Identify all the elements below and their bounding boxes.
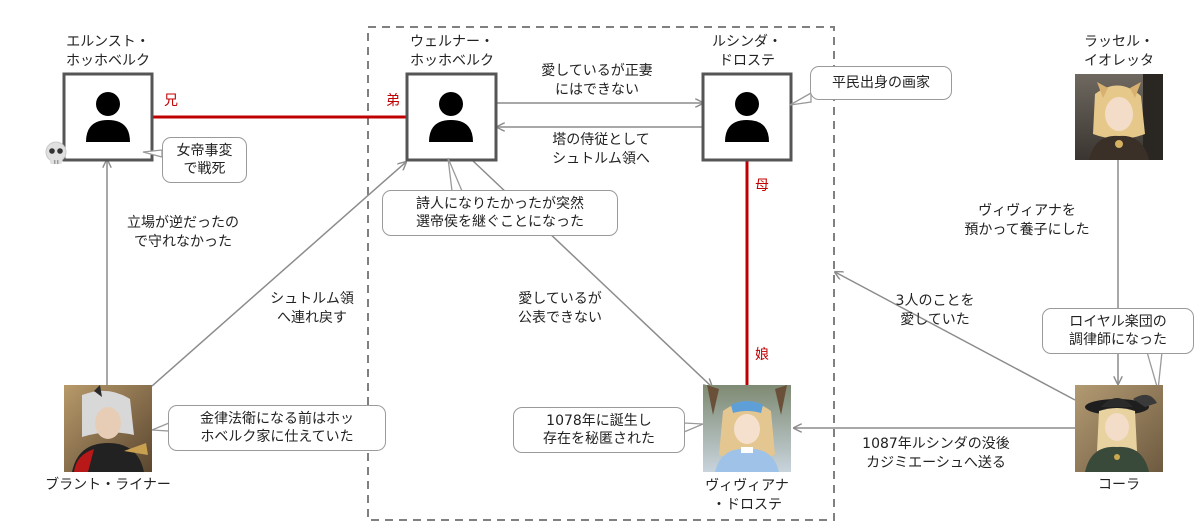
edge-label-werner-lucinda: 愛しているが正妻にはできない xyxy=(541,63,653,98)
arrow-brandt-to-werner xyxy=(151,162,406,387)
edge-label-werner-viviana: 愛しているが公表できない xyxy=(518,291,602,326)
bubble-tail-brandt xyxy=(151,422,170,432)
person-silhouette-icon xyxy=(429,92,473,142)
viviana-name: ヴィヴィアナ・ドロステ xyxy=(705,478,789,513)
edge-label-cora-viviana: 1087年ルシンダの没後カジミエーシュへ送る xyxy=(862,436,1010,471)
russell-name: ラッセル・イオレッタ xyxy=(1084,34,1154,69)
note-ernst: 女帝事変で戦死 xyxy=(162,137,247,183)
werner-portrait-box xyxy=(405,72,498,162)
relation-label-brother: 兄 xyxy=(164,93,178,109)
russell-portrait xyxy=(1075,74,1163,160)
note-werner: 詩人になりたかったが突然選帝侯を継ぐことになった xyxy=(382,190,618,236)
cora-name: コーラ xyxy=(1098,477,1140,493)
brandt-name: ブラント・ライナー xyxy=(45,477,171,493)
relation-label-daughter: 娘 xyxy=(755,347,769,363)
edge-label-brandt-ernst: 立場が逆だったので守れなかった xyxy=(127,215,239,250)
note-viviana: 1078年に誕生し存在を秘匿された xyxy=(513,407,685,453)
edge-label-lucinda-werner: 塔の侍従としてシュトルム領へ xyxy=(552,132,650,167)
note-lucinda: 平民出身の画家 xyxy=(810,66,952,100)
relation-label-younger-brother: 弟 xyxy=(386,93,400,109)
werner-name: ウェルナー・ホッホベルク xyxy=(410,34,494,69)
viviana-portrait xyxy=(703,385,791,472)
edge-label-cora-group: 3人のことを愛していた xyxy=(895,293,975,328)
lucinda-name: ルシンダ・ドロステ xyxy=(712,34,782,69)
brandt-portrait xyxy=(64,385,152,472)
ernst-name: エルンスト・ホッホベルク xyxy=(66,34,150,69)
bubble-tail-werner xyxy=(447,157,463,192)
lucinda-portrait-box xyxy=(701,72,793,162)
cora-portrait xyxy=(1075,385,1163,472)
family-group-frame xyxy=(367,26,835,521)
arrow-cora-to-group xyxy=(835,272,1076,401)
person-silhouette-icon xyxy=(725,92,769,142)
note-brandt: 金律法衛になる前はホッホベルク家に仕えていた xyxy=(168,405,386,451)
bubble-tail-viviana xyxy=(683,422,704,433)
edge-label-brandt-werner: シュトルム領へ連れ戻す xyxy=(270,291,354,326)
person-silhouette-icon xyxy=(86,92,130,142)
note-cora: ロイヤル楽団の調律師になった xyxy=(1042,308,1194,354)
edge-label-russell-cora: ヴィヴィアナを預かって養子にした xyxy=(964,203,1090,238)
skull-icon xyxy=(45,141,67,164)
ernst-portrait-box xyxy=(62,72,154,162)
relation-label-mother: 母 xyxy=(755,178,769,194)
bubble-tail-lucinda xyxy=(789,91,812,106)
